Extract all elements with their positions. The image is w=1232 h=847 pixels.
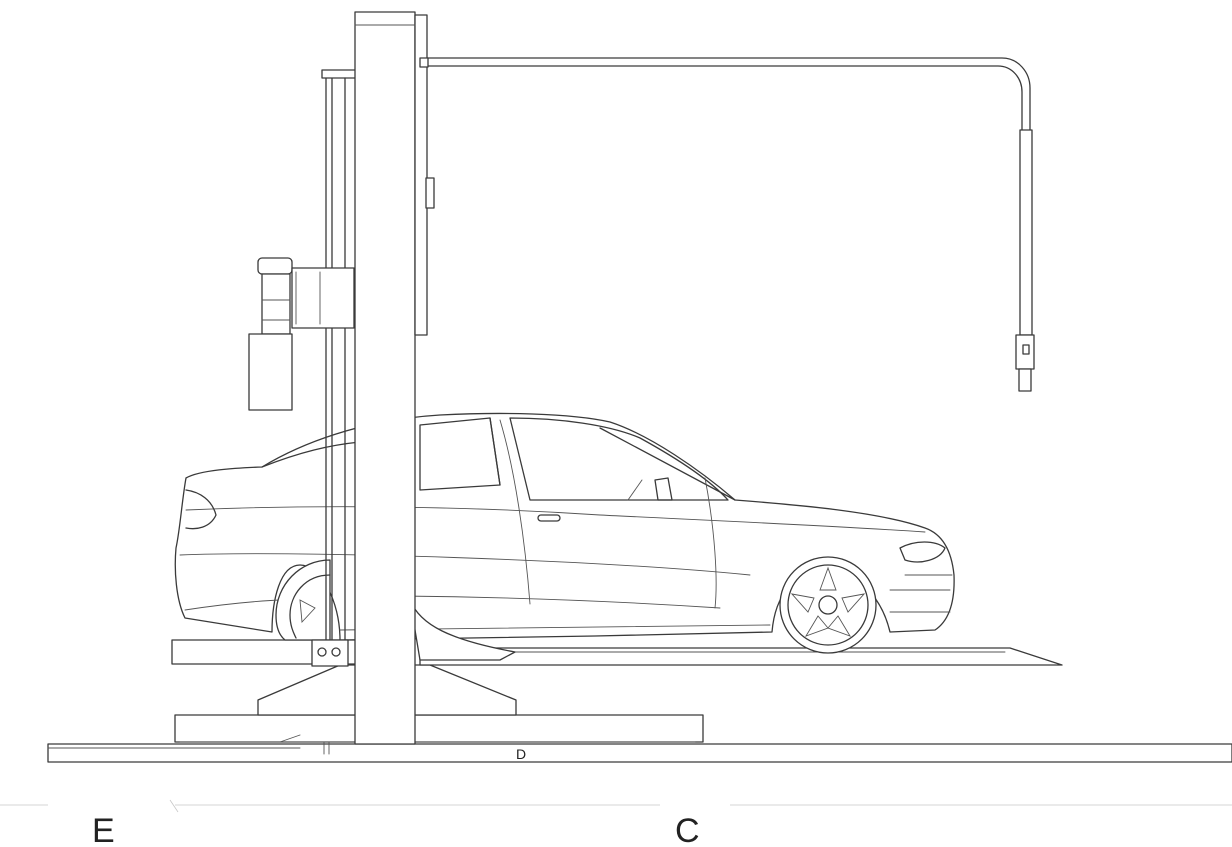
- label-e: E: [92, 812, 115, 847]
- rear-wheel: [275, 559, 331, 641]
- lift-carriage: [311, 639, 349, 667]
- label-c: C: [675, 812, 700, 847]
- label-d: D: [516, 746, 526, 762]
- dimension-lines: [0, 799, 1232, 813]
- front-runway-ramp: [419, 647, 1063, 666]
- cylinder-rods: [321, 69, 357, 641]
- floor-slab: [47, 743, 1232, 763]
- base-plate: [174, 714, 704, 755]
- main-column: [354, 11, 435, 745]
- overhead-boom: [419, 57, 1035, 392]
- support-arm: [409, 599, 516, 661]
- front-wheel: [779, 556, 877, 654]
- power-unit: [248, 257, 355, 411]
